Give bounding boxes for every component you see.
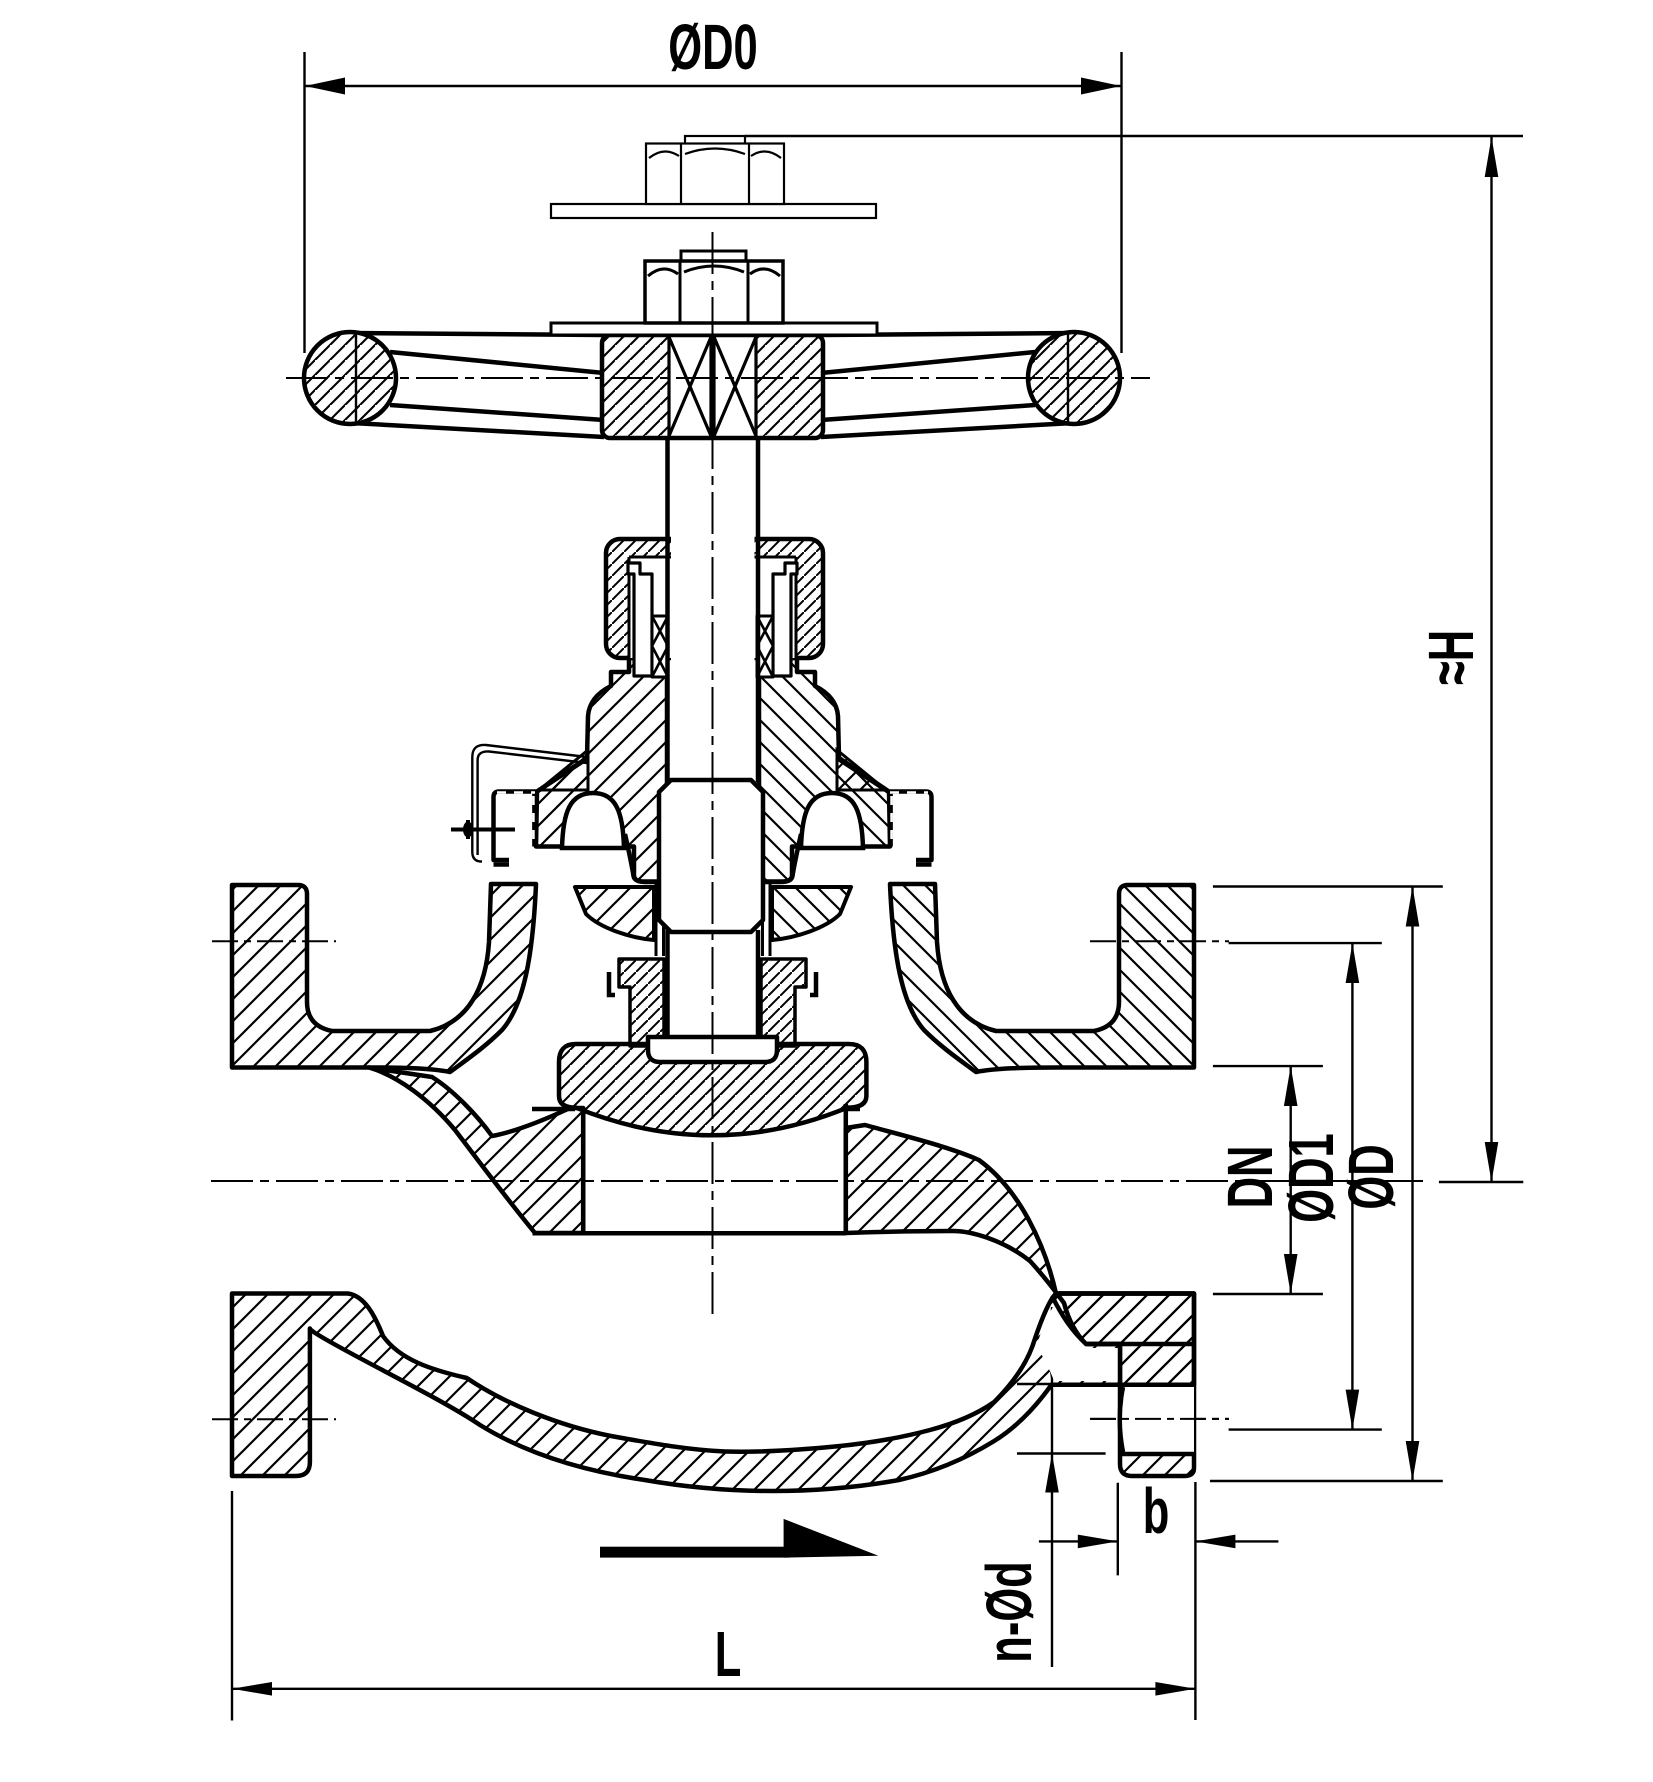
svg-text:ØD0: ØD0 <box>668 11 757 84</box>
svg-text:b: b <box>1143 1475 1170 1548</box>
svg-text:L: L <box>715 1618 742 1691</box>
svg-text:ØD: ØD <box>1335 1144 1408 1209</box>
svg-text:n-Ød: n-Ød <box>973 1561 1046 1663</box>
svg-text:≈H: ≈H <box>1415 630 1488 685</box>
svg-text:DN: DN <box>1214 1146 1287 1209</box>
svg-text:ØD1: ØD1 <box>1275 1133 1348 1222</box>
